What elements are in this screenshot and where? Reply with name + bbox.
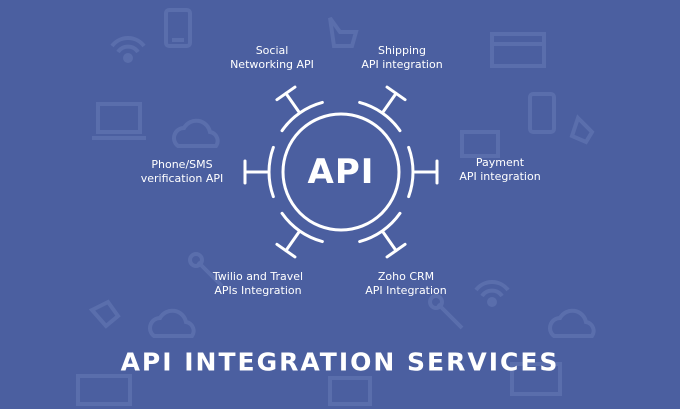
wifi-icon — [474, 280, 510, 307]
spoke-arc-twilio — [280, 211, 324, 244]
phone-icon — [528, 92, 556, 134]
spoke-line-twilio — [284, 231, 301, 253]
label-payment: Payment API integration — [459, 156, 540, 184]
label-zoho: Zoho CRM API Integration — [365, 270, 447, 298]
spoke-line-social — [284, 91, 301, 113]
wifi-icon — [110, 36, 146, 63]
spoke-cap-twilio — [275, 242, 297, 259]
credit-card-icon — [490, 32, 546, 68]
cloud-icon — [172, 118, 220, 148]
thumbs-up-icon — [328, 16, 359, 48]
cloud-icon — [148, 308, 596, 338]
label-zoho-line1: Zoho CRM — [377, 270, 435, 283]
wrench-icon — [188, 252, 464, 330]
spoke-arc-zoho — [358, 211, 402, 244]
label-sms: Phone/SMS verification API — [141, 158, 224, 186]
spoke-arc-shipping — [358, 100, 402, 133]
label-shipping-line1: Shipping — [377, 44, 426, 57]
label-social: Social Networking API — [230, 44, 314, 72]
label-shipping: Shipping API integration — [361, 44, 442, 72]
label-twilio-line1: Twilio and Travel — [212, 270, 304, 283]
label-shipping-line2: API integration — [361, 58, 443, 71]
spokes — [243, 85, 439, 259]
spoke-cap-shipping — [385, 85, 407, 102]
label-sms-line1: Phone/SMS — [151, 158, 213, 171]
label-zoho-line2: API Integration — [365, 284, 447, 297]
label-sms-line2: verification API — [140, 172, 224, 185]
laptop-icon — [92, 102, 146, 140]
label-social-line2: Networking API — [230, 58, 314, 71]
hand-icon — [88, 299, 121, 329]
page-title: API INTEGRATION SERVICES — [120, 347, 560, 377]
spoke-line-zoho — [381, 231, 398, 253]
label-social-line1: Social — [255, 44, 289, 57]
spoke-cap-zoho — [385, 242, 407, 259]
spoke-arc-sms — [267, 145, 275, 199]
spoke-arc-social — [280, 100, 324, 133]
hand-icon — [569, 114, 595, 145]
hub-circle — [281, 112, 401, 232]
spoke-cap-social — [275, 85, 297, 102]
background-decoration — [76, 8, 596, 406]
spoke-line-shipping — [381, 91, 398, 113]
credit-card-icon — [76, 362, 562, 406]
hub-label: API — [307, 152, 375, 192]
monitor-icon — [328, 376, 372, 406]
label-payment-line2: API integration — [459, 170, 541, 183]
monitor-icon — [460, 130, 500, 158]
phone-icon — [164, 8, 192, 48]
spoke-arc-payment — [407, 145, 415, 199]
label-twilio: Twilio and Travel APIs Integration — [213, 270, 303, 298]
label-payment-line1: Payment — [475, 156, 525, 169]
label-twilio-line2: APIs Integration — [214, 284, 302, 297]
